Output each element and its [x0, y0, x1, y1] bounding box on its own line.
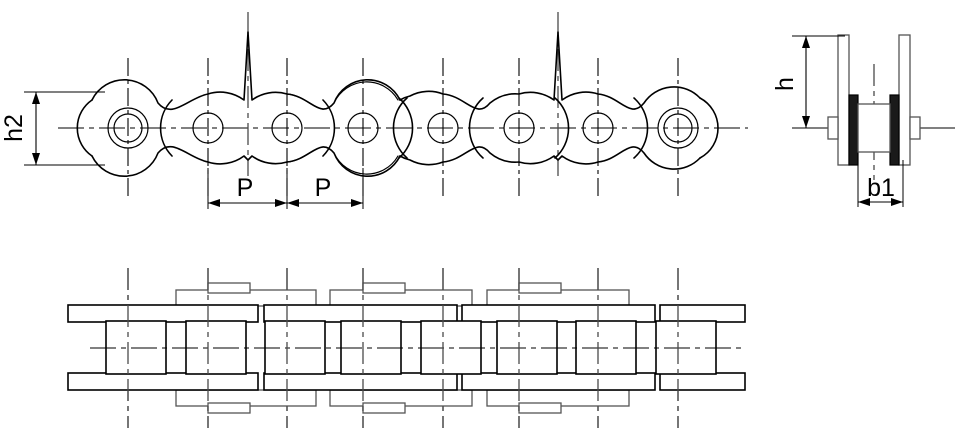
dimension-b1: b1 [857, 160, 904, 207]
attachment-tab-top-1 [207, 282, 251, 294]
lower-outer-contour-right [399, 146, 701, 170]
right-end-plate [699, 97, 719, 159]
end-view: h b1 [771, 34, 955, 207]
attachment-plate-right [898, 34, 911, 166]
plan-centerline-overlay [90, 268, 745, 428]
inner-link-lobe-r1 [392, 97, 408, 159]
plan-outer-link-plates-top [67, 304, 746, 323]
pin-outer-circle-8 [657, 107, 699, 149]
pitch-label-left: P [237, 174, 254, 202]
inner-link-lobe-r4 [633, 97, 649, 159]
dimension-h2: h2 [0, 91, 105, 166]
outer-plate-top-1 [67, 304, 259, 323]
h2-dimension-label: h2 [0, 114, 28, 142]
pin-bore-circle-8 [663, 113, 693, 143]
outer-link-plate-1-bot [286, 146, 399, 175]
plan-view [67, 268, 746, 428]
pin-centerlines-group [127, 58, 679, 198]
inner-link-lobe-r3 [468, 97, 484, 159]
inner-link-lobe-left-right [322, 99, 336, 157]
h-dimension-label: h [771, 77, 799, 91]
chain-plate-outlines [76, 31, 719, 177]
p-arrow-right-1 [275, 199, 287, 207]
pin-bore-circle-6 [503, 112, 535, 144]
pitch-label-right: P [315, 174, 332, 202]
roller-bushing-body [857, 103, 891, 153]
b1-arrow-left [858, 198, 870, 206]
outer-plate-top-4 [659, 304, 746, 323]
b1-dimension-label: b1 [867, 174, 895, 202]
attachment-tab-top-2 [362, 282, 406, 294]
outer-plate-top-3 [461, 304, 656, 323]
outer-link-plate-1-top [286, 81, 399, 110]
attachment-plate-left [837, 34, 850, 166]
outer-plate-top-2 [263, 304, 458, 323]
p-arrow-left-2 [287, 199, 299, 207]
inner-link-lobe-l2 [398, 97, 414, 159]
outer-plate-bottom-3 [461, 372, 656, 391]
left-end-plate [76, 99, 93, 157]
dimension-h: h [771, 35, 845, 129]
pin-end-right [909, 116, 921, 140]
pin-bore-circle-3 [271, 112, 303, 144]
plan-attachment-plates-bottom [175, 389, 630, 414]
outer-link-plate-left [848, 94, 859, 166]
h-arrow-up [802, 36, 810, 48]
upper-outer-contour-right [399, 31, 701, 110]
pin-circles-group [107, 107, 699, 149]
outer-plate-bottom-2 [263, 372, 458, 391]
pin-bore-circle-2 [192, 112, 224, 144]
attachment-tab-bottom-3 [518, 402, 562, 414]
attachment-tab-bottom-2 [362, 402, 406, 414]
pin-bore-circle-1 [113, 113, 143, 143]
pin-bore-circle-5 [427, 112, 459, 144]
plan-outer-link-plates-bottom [67, 372, 746, 391]
plan-attachment-plates-top [175, 282, 630, 307]
outer-link-plate-right [889, 94, 900, 166]
h-arrow-down [802, 116, 810, 128]
pin-outer-circle-1 [107, 107, 149, 149]
inner-link-lobe-r2 [554, 97, 570, 159]
attachment-tab-top-3 [518, 282, 562, 294]
pin-end-left [827, 116, 839, 140]
pin-bore-circle-4 [347, 112, 379, 144]
outer-plate-bottom-4 [659, 372, 746, 391]
h2-arrow-up [32, 92, 40, 104]
lower-outer-contour [91, 146, 401, 177]
h2-arrow-down [32, 153, 40, 165]
front-elevation-view: h2 P P [0, 12, 748, 209]
p-arrow-left-1 [208, 199, 220, 207]
pin-bore-circle-7 [582, 112, 614, 144]
upper-outer-contour [91, 31, 401, 110]
outer-plate-bottom-1 [67, 372, 259, 391]
dimension-pitch-group: P P [207, 168, 364, 209]
b1-arrow-right [891, 198, 903, 206]
inner-link-lobe-left [159, 99, 173, 157]
p-arrow-right-2 [351, 199, 363, 207]
attachment-tab-bottom-1 [207, 402, 251, 414]
